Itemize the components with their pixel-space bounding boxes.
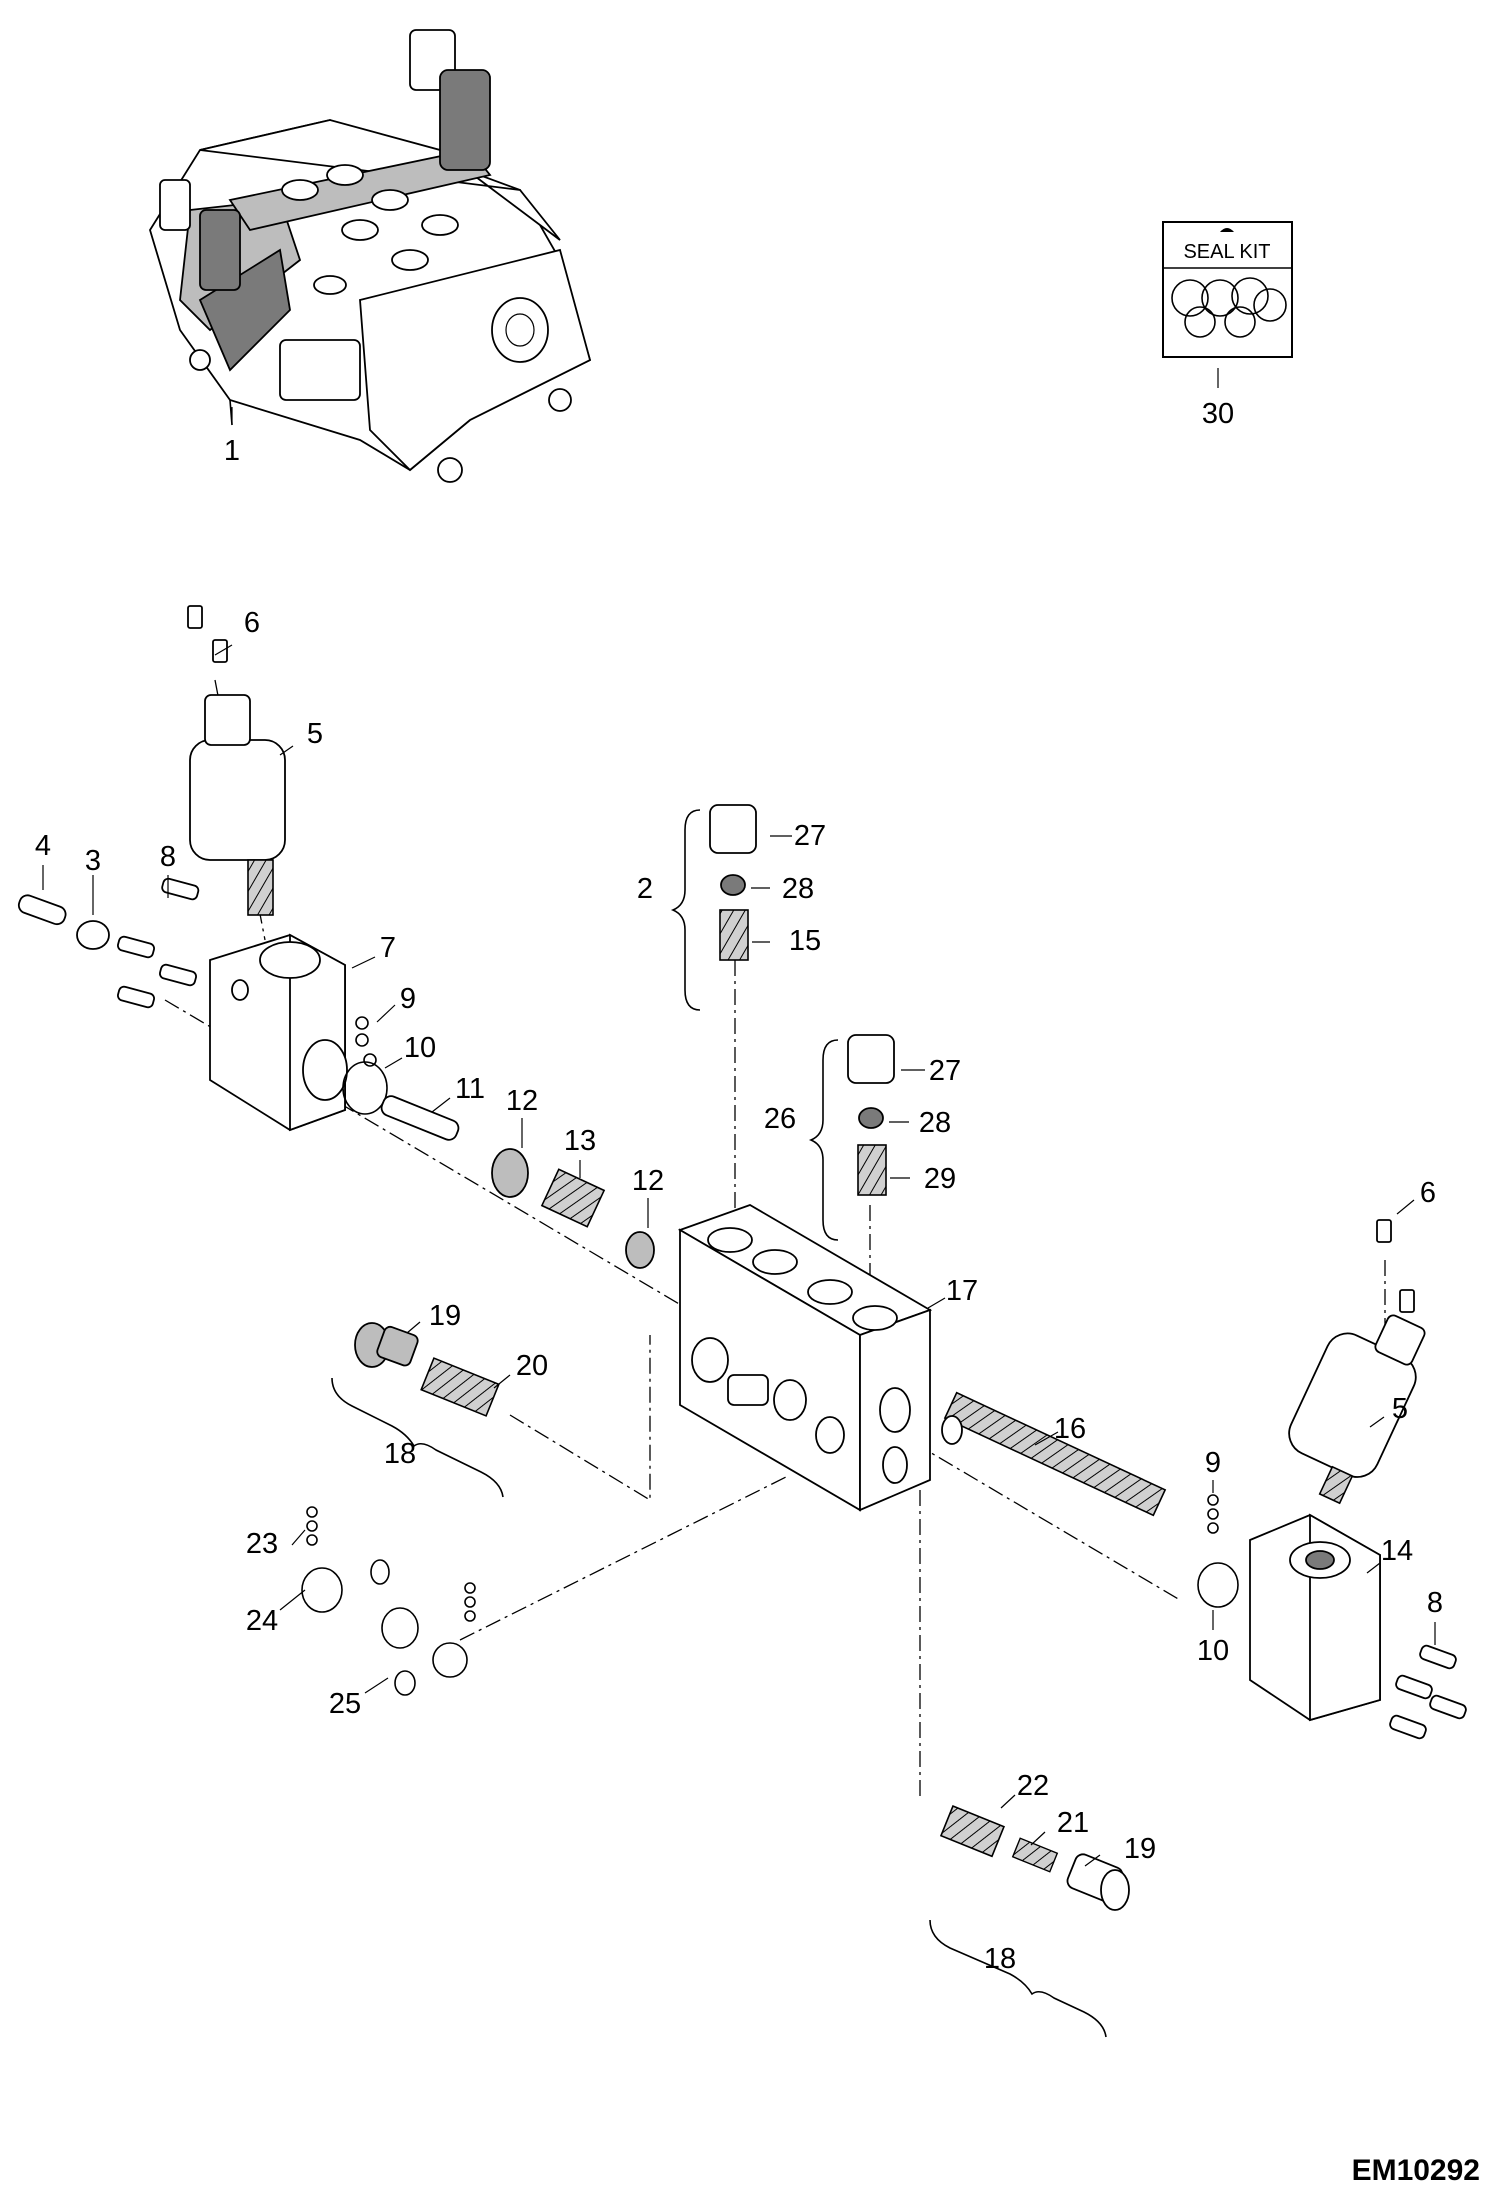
callout-labels: 1 2 3 4 5 5 6 6 7 8 8 9 9 10 10 11 12 12… — [35, 398, 1443, 1975]
callout-15: 15 — [789, 925, 821, 957]
callout-23: 23 — [246, 1528, 278, 1560]
right-screws — [1389, 1644, 1467, 1740]
callout-19-lower: 19 — [1124, 1833, 1156, 1865]
callout-2: 2 — [637, 873, 653, 905]
seal-kit-label: SEAL KIT — [1183, 241, 1270, 263]
right-end-cover — [1197, 1494, 1381, 1722]
callout-8-right: 8 — [1427, 1587, 1443, 1619]
callout-28-lower: 28 — [919, 1107, 951, 1139]
callout-6-left: 6 — [244, 607, 260, 639]
callout-8-left: 8 — [160, 841, 176, 873]
callout-27-lower: 27 — [929, 1055, 961, 1087]
group-braces — [331, 809, 1107, 2038]
callout-27-upper: 27 — [794, 820, 826, 852]
left-sub-assembly — [354, 1322, 500, 1417]
callout-28-upper: 28 — [782, 873, 814, 905]
callout-3: 3 — [85, 845, 101, 877]
callout-26: 26 — [764, 1103, 796, 1135]
callout-18-lower: 18 — [984, 1943, 1016, 1975]
main-axis-parts — [342, 1016, 655, 1269]
o-ring-set — [301, 1506, 476, 1696]
right-solenoid — [1288, 1219, 1426, 1505]
upper-cartridge-group — [709, 804, 895, 1196]
callout-1: 1 — [224, 435, 240, 467]
callout-13: 13 — [564, 1125, 596, 1157]
callout-16: 16 — [1054, 1413, 1086, 1445]
seal-kit-box: SEAL KIT — [1162, 221, 1293, 358]
callout-10-left: 10 — [404, 1032, 436, 1064]
leader-lines — [42, 368, 1436, 1867]
callout-30: 30 — [1202, 398, 1234, 430]
spool — [941, 1391, 1167, 1517]
callout-4: 4 — [35, 830, 51, 862]
valve-section-body — [677, 1204, 933, 1512]
callout-12-right: 12 — [632, 1165, 664, 1197]
callout-25: 25 — [329, 1688, 361, 1720]
left-end-cover — [209, 933, 348, 1132]
left-screws — [17, 605, 228, 1009]
callout-10-right: 10 — [1197, 1635, 1229, 1667]
callout-7: 7 — [380, 932, 396, 964]
callout-11: 11 — [455, 1073, 485, 1105]
callout-9-right: 9 — [1205, 1447, 1221, 1479]
lower-sub-assembly — [939, 1805, 1130, 1911]
callout-5-left: 5 — [307, 718, 323, 750]
callout-12-left: 12 — [506, 1085, 538, 1117]
callout-29: 29 — [924, 1163, 956, 1195]
left-solenoid — [189, 694, 286, 916]
callout-5-right: 5 — [1392, 1393, 1408, 1425]
callout-21: 21 — [1057, 1807, 1089, 1839]
callout-20: 20 — [516, 1350, 548, 1382]
callout-14: 14 — [1381, 1535, 1413, 1567]
valve-assembly-illustration — [149, 29, 592, 483]
callout-24: 24 — [246, 1605, 278, 1637]
callout-6-right: 6 — [1420, 1177, 1436, 1209]
callout-22: 22 — [1017, 1770, 1049, 1802]
callout-9-left: 9 — [400, 983, 416, 1015]
drawing-number: EM10292 — [1352, 2154, 1480, 2187]
callout-18-left: 18 — [384, 1438, 416, 1470]
callout-17: 17 — [946, 1275, 978, 1307]
callout-19-left: 19 — [429, 1300, 461, 1332]
